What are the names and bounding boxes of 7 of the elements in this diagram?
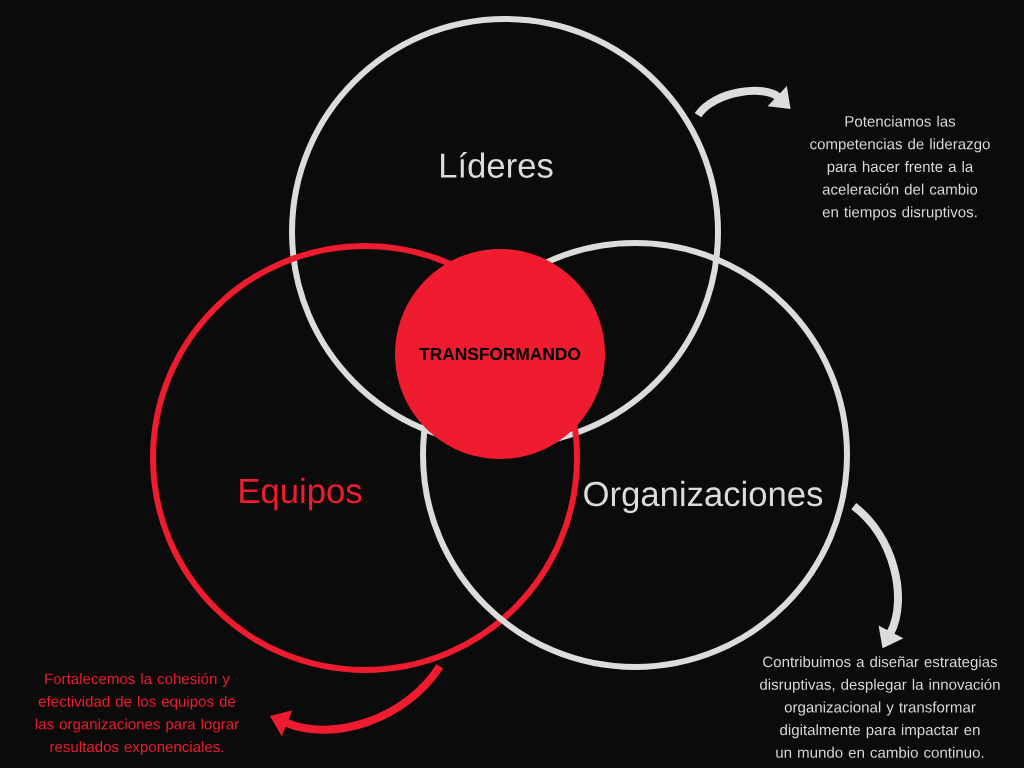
description-text: Potenciamos las competencias de liderazgo para hacer frente a la aceleración del cambio en tiempos disruptivos. <box>810 115 990 221</box>
description-text: Contribuimos a diseñar estrategias disruptivas, desplegar la innovación organizacional y transformar digitalmente para impactar en un mundo en cambio continuo. <box>760 656 1000 758</box>
description-text: Fortalecemos la cohesión y efectividad de los equipos de las organizaciones para lograr resultados exponenciales. <box>35 672 239 756</box>
circle-label: Líderes <box>441 152 553 178</box>
circle-label: Equipos <box>240 477 362 511</box>
arrow <box>694 86 791 118</box>
circle-label: Organizaciones <box>584 480 823 514</box>
